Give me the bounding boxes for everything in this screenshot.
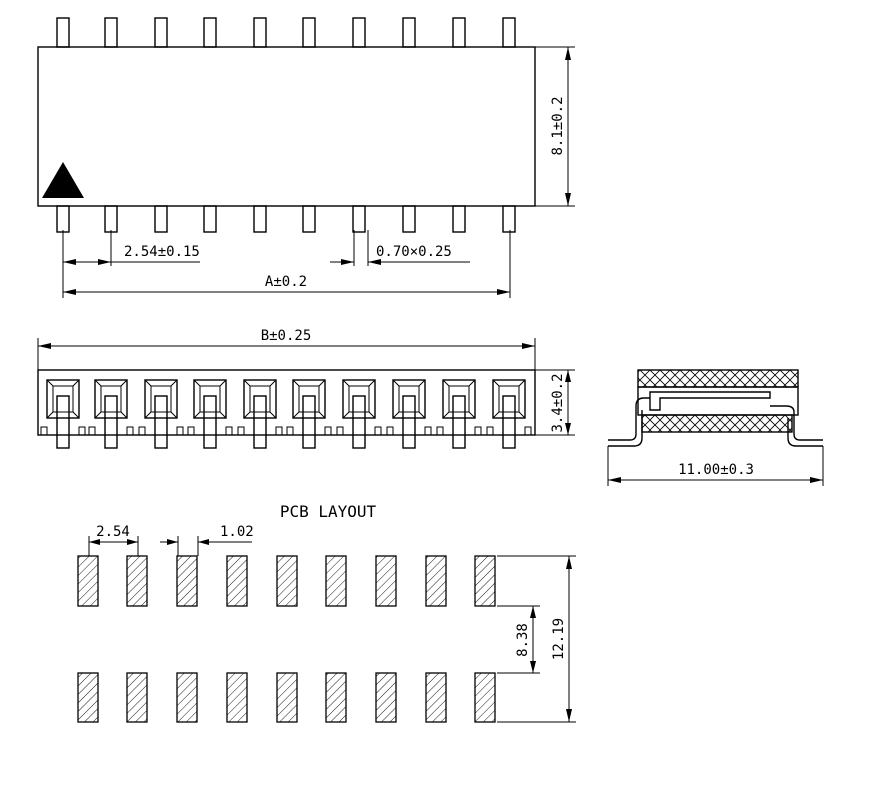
length-label-front: B±0.25 bbox=[261, 328, 312, 344]
front-pin-cell bbox=[386, 379, 432, 449]
top-pin-lower bbox=[402, 205, 416, 233]
top-pin-lower bbox=[154, 205, 168, 233]
width-label-side: 11.00±0.3 bbox=[678, 462, 754, 478]
front-pin-cell bbox=[336, 379, 382, 449]
pcb-inner-dimension: 8.38 bbox=[497, 605, 540, 674]
height-label-front: 3.4±0.2 bbox=[550, 373, 566, 432]
pcb-pad-upper bbox=[77, 555, 99, 607]
front-pin-cell bbox=[138, 379, 184, 449]
top-pin-lower bbox=[56, 205, 70, 233]
pcb-pad-lower bbox=[126, 672, 148, 723]
top-pin-upper bbox=[203, 17, 217, 48]
pcb-pad-upper bbox=[176, 555, 198, 607]
pcb-pad-lower bbox=[425, 672, 447, 723]
pcb-layout: PCB LAYOUT 2.54 1.02 8.38 bbox=[77, 502, 576, 723]
height-label-top: 8.1±0.2 bbox=[550, 96, 566, 155]
pcb-pad-upper bbox=[325, 555, 347, 607]
front-pin-cell bbox=[237, 379, 283, 449]
pcb-pad-lower bbox=[375, 672, 397, 723]
side-top-layer bbox=[637, 369, 799, 388]
pcb-pad-lower bbox=[77, 672, 99, 723]
top-pin-upper bbox=[452, 17, 466, 48]
top-pin-upper bbox=[104, 17, 118, 48]
top-pin-lower bbox=[302, 205, 316, 233]
pcb-layout-title: PCB LAYOUT bbox=[280, 502, 377, 521]
pcb-outer-label: 12.19 bbox=[551, 618, 567, 660]
top-pin-upper bbox=[56, 17, 70, 48]
pcb-pads bbox=[77, 555, 496, 723]
front-pin-cell bbox=[286, 379, 332, 449]
top-pin-upper bbox=[402, 17, 416, 48]
pcb-pad-upper bbox=[126, 555, 148, 607]
top-pin-lower bbox=[352, 205, 366, 233]
top-pin-upper bbox=[302, 17, 316, 48]
length-dimension-top: A±0.2 bbox=[63, 230, 511, 298]
pcb-pad-lower bbox=[325, 672, 347, 723]
pcb-pad-upper bbox=[276, 555, 298, 607]
pcb-pad-lower bbox=[226, 672, 248, 723]
pcb-pad-lower bbox=[276, 672, 298, 723]
front-pin-cell bbox=[88, 379, 134, 449]
pin-width-dimension-top: 0.70×0.25 bbox=[330, 230, 470, 266]
top-pin-upper bbox=[502, 17, 516, 48]
front-pin-cell bbox=[486, 379, 532, 449]
top-pins-lower bbox=[56, 205, 516, 233]
height-dimension-top: 8.1±0.2 bbox=[535, 46, 575, 207]
pcb-pad-upper bbox=[226, 555, 248, 607]
pcb-pitch-dimension: 2.54 bbox=[88, 524, 139, 556]
pcb-pad-upper bbox=[425, 555, 447, 607]
length-dimension-front: B±0.25 bbox=[37, 328, 536, 370]
top-pins-upper bbox=[56, 17, 516, 48]
top-pin-lower bbox=[203, 205, 217, 233]
pitch-label-top: 2.54±0.15 bbox=[124, 244, 200, 260]
side-contact-spring bbox=[649, 391, 771, 411]
top-pin-lower bbox=[502, 205, 516, 233]
top-pin-lower bbox=[104, 205, 118, 233]
front-pin-cell bbox=[40, 379, 86, 449]
front-pin-cell bbox=[436, 379, 482, 449]
front-view: B±0.25 3.4±0.2 bbox=[37, 328, 575, 449]
top-view: 8.1±0.2 2.54±0.15 0.70×0.25 A bbox=[37, 17, 575, 298]
front-pin-cell bbox=[187, 379, 233, 449]
pcb-pad-label: 1.02 bbox=[220, 524, 254, 540]
pcb-pad-upper bbox=[474, 555, 496, 607]
pcb-pad-upper bbox=[375, 555, 397, 607]
top-pin-upper bbox=[154, 17, 168, 48]
side-bottom-layer bbox=[641, 414, 793, 433]
side-lead-right bbox=[770, 405, 823, 441]
top-pin-upper bbox=[352, 17, 366, 48]
side-body bbox=[637, 386, 799, 416]
top-pin-lower bbox=[452, 205, 466, 233]
pin1-marker-icon bbox=[42, 162, 84, 198]
side-lead-left bbox=[608, 397, 650, 441]
pin-width-label-top: 0.70×0.25 bbox=[376, 244, 452, 260]
pcb-pad-lower bbox=[176, 672, 198, 723]
width-dimension-side: 11.00±0.3 bbox=[607, 446, 824, 486]
pcb-pad-lower bbox=[474, 672, 496, 723]
top-pin-lower bbox=[253, 205, 267, 233]
pcb-inner-label: 8.38 bbox=[515, 623, 531, 657]
top-pin-upper bbox=[253, 17, 267, 48]
length-label-top: A±0.2 bbox=[265, 274, 307, 290]
pitch-dimension-top: 2.54±0.15 bbox=[62, 230, 200, 298]
pcb-pad-dimension: 1.02 bbox=[160, 524, 254, 556]
pcb-pitch-label: 2.54 bbox=[96, 524, 130, 540]
front-pin-cells bbox=[40, 379, 532, 449]
package-body-top bbox=[37, 46, 536, 207]
height-dimension-front: 3.4±0.2 bbox=[535, 369, 575, 436]
pcb-outer-dimension: 12.19 bbox=[497, 555, 576, 723]
side-view: 11.00±0.3 bbox=[607, 369, 824, 486]
